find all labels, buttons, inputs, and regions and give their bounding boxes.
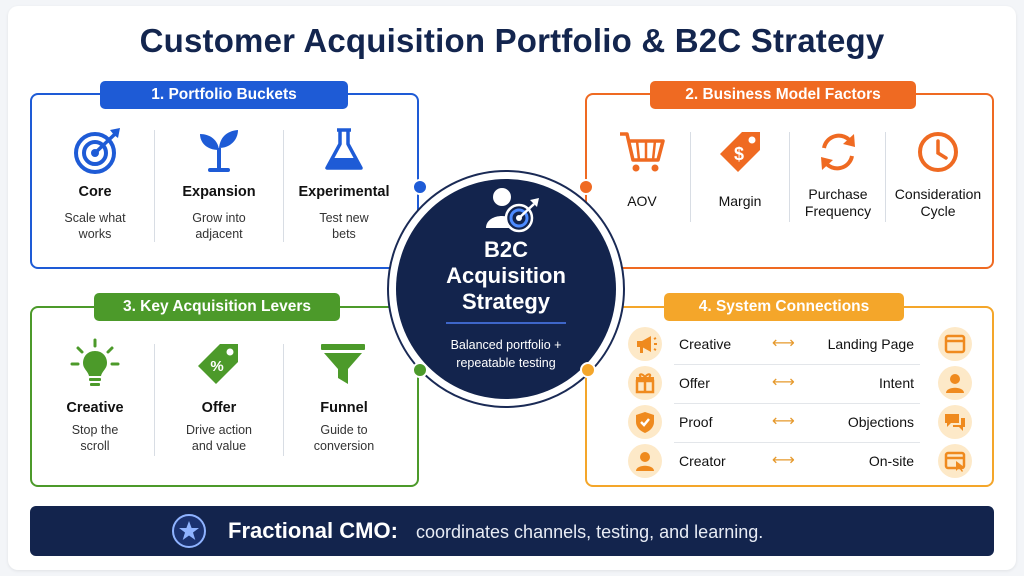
divider: [154, 130, 155, 242]
cursor-window-icon: [938, 444, 972, 478]
levers-panel: [30, 306, 419, 487]
portfolio-label: Core: [78, 184, 112, 200]
svg-text:%: %: [210, 358, 223, 375]
factor-aov: AOV: [598, 124, 686, 234]
portfolio-panel: [30, 93, 419, 269]
center-subtitle-line: repeatable testing: [456, 356, 556, 370]
center-divider: [446, 322, 566, 324]
page-title: Customer Acquisition Portfolio & B2C Str…: [139, 22, 885, 59]
refresh-icon: [821, 133, 855, 171]
divider: [674, 364, 920, 365]
connection-right: Landing Page: [827, 336, 914, 352]
star-icon: [172, 514, 206, 548]
divider: [154, 344, 155, 456]
footer-text: coordinates channels, testing, and learn…: [416, 522, 764, 542]
cart-icon: [620, 132, 665, 172]
footer-banner: Fractional CMO: coordinates channels, te…: [30, 506, 994, 556]
funnel-icon: [321, 344, 365, 384]
divider: [885, 132, 886, 222]
center-title-line: B2C: [483, 237, 528, 262]
portfolio-heading: 1. Portfolio Buckets: [100, 81, 348, 109]
user-icon: [938, 366, 972, 400]
connections-heading: 4. System Connections: [664, 293, 904, 321]
shield-check-icon: [628, 405, 662, 439]
percent-tag-icon: %: [198, 344, 238, 384]
divider: [674, 442, 920, 443]
portfolio-label: Experimental: [298, 184, 390, 200]
divider: [674, 403, 920, 404]
lever-label: Funnel: [320, 400, 368, 416]
person-icon: [628, 444, 662, 478]
connection-arrow: ⟷: [772, 374, 795, 391]
factor-label: AOV: [627, 193, 657, 209]
connection-right: Objections: [847, 414, 914, 430]
divider: [690, 132, 691, 222]
sprout-icon: [200, 130, 238, 172]
factor-label: Margin: [718, 193, 762, 209]
gift-icon: [628, 366, 662, 400]
lightbulb-icon: [70, 338, 120, 386]
divider: [283, 344, 284, 456]
lever-label: Creative: [66, 400, 124, 416]
connection-row: Creative ⟷ Landing Page: [622, 325, 982, 363]
divider: [789, 132, 790, 222]
svg-text:$: $: [734, 144, 744, 164]
clock-icon: [918, 132, 958, 172]
connection-left: Offer: [679, 375, 710, 391]
connection-row: Offer ⟷ Intent: [622, 364, 982, 402]
connection-left: Creative: [679, 336, 732, 352]
connector-dot-amber: [580, 362, 596, 378]
browser-window-icon: [938, 327, 972, 361]
price-tag-icon: $: [720, 132, 760, 172]
connection-arrow: ⟷: [772, 335, 795, 352]
connection-row: Creator ⟷ On-site: [622, 442, 982, 480]
connector-dot-orange: [578, 179, 594, 195]
connection-row: Proof ⟷ Objections: [622, 403, 982, 441]
divider: [283, 130, 284, 242]
center-title-line: Strategy: [461, 289, 551, 314]
connection-arrow: ⟷: [772, 413, 795, 430]
factor-margin: $ Margin: [696, 124, 784, 234]
center-title-line: Acquisition: [446, 263, 566, 288]
lever-label: Offer: [201, 400, 237, 416]
center-subtitle-line: Balanced portfolio +: [450, 338, 562, 352]
connection-right: Intent: [878, 375, 914, 391]
megaphone-icon: [628, 327, 662, 361]
levers-heading: 3. Key Acquisition Levers: [94, 293, 340, 321]
connection-left: Creator: [679, 453, 726, 469]
connection-left: Proof: [679, 414, 713, 430]
connector-dot-green: [412, 362, 428, 378]
connection-arrow: ⟷: [772, 452, 795, 469]
business-heading: 2. Business Model Factors: [650, 81, 916, 109]
connector-dot-blue: [412, 179, 428, 195]
target-icon: [74, 128, 120, 174]
chat-bubbles-icon: [938, 405, 972, 439]
user-target-icon: [486, 188, 539, 233]
connection-right: On-site: [868, 453, 914, 469]
footer-bold: Fractional CMO:: [228, 518, 398, 543]
portfolio-label: Expansion: [182, 184, 256, 200]
flask-icon: [325, 128, 363, 170]
